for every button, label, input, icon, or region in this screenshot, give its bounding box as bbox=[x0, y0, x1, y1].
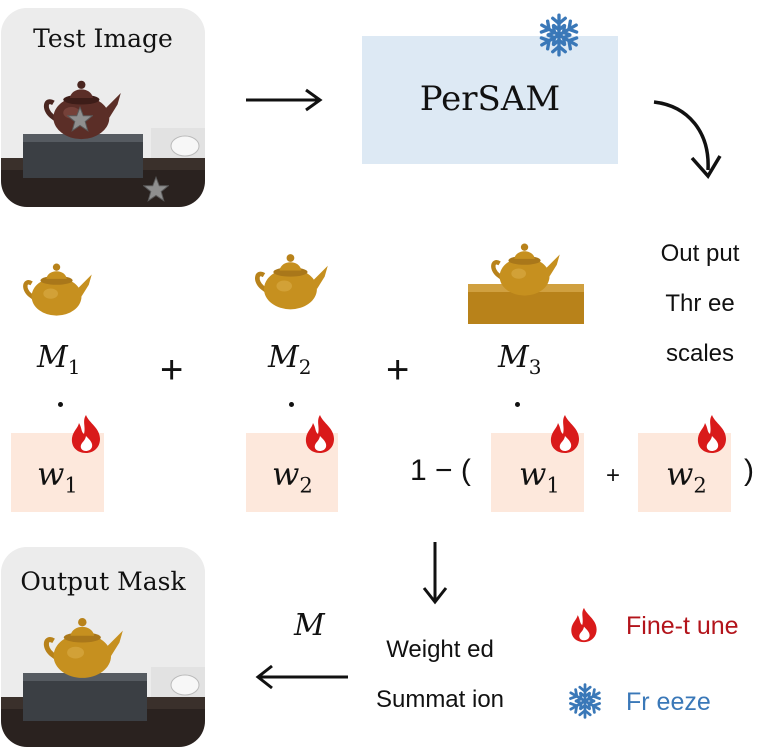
star-icon bbox=[67, 106, 93, 132]
flame-icon bbox=[545, 412, 585, 456]
plus-sign-1: + bbox=[160, 348, 184, 392]
mask-3-label: M3 bbox=[498, 340, 542, 379]
output-scales-line1: Out put bbox=[660, 240, 740, 267]
legend-finetune-label: Fine-t une bbox=[626, 612, 739, 640]
persam-label: PerSAM bbox=[419, 79, 561, 119]
output-mask-title: Output Mask bbox=[20, 567, 186, 596]
inner-plus-sign: + bbox=[606, 462, 621, 489]
one-minus-label: 1 − ( bbox=[410, 454, 471, 487]
plus-sign-2: + bbox=[386, 348, 410, 392]
weighted-summation-line1: Weight ed bbox=[386, 636, 494, 663]
merged-mask-label: M bbox=[294, 608, 325, 643]
multiply-dot-3 bbox=[515, 402, 520, 407]
flame-icon bbox=[300, 412, 340, 456]
mask-2-image bbox=[252, 244, 332, 314]
test-image-title: Test Image bbox=[33, 24, 173, 53]
flame-icon bbox=[692, 412, 732, 456]
star-icon bbox=[143, 176, 169, 202]
weight-w2-label: w2 bbox=[272, 455, 313, 498]
flame-icon bbox=[66, 412, 106, 456]
weight-w1-label: w1 bbox=[37, 455, 78, 498]
weighted-summation-line2: Summat ion bbox=[375, 686, 505, 713]
output-mask-photo bbox=[1, 547, 205, 747]
mask-1-label: M1 bbox=[37, 340, 81, 379]
persam-box: PerSAM bbox=[362, 36, 618, 164]
output-mask-card: Output Mask bbox=[1, 547, 205, 747]
output-scales-line2: Thr ee bbox=[665, 290, 735, 317]
mask-3-image bbox=[468, 234, 584, 324]
output-scales-line3: scales bbox=[665, 340, 735, 367]
arrow-down-icon bbox=[422, 542, 448, 605]
snowflake-icon bbox=[566, 682, 604, 720]
multiply-dot-2 bbox=[289, 402, 294, 407]
multiply-dot-1 bbox=[58, 402, 63, 407]
weight-w2-minus-label: w2 bbox=[666, 455, 707, 498]
weight-w1-minus-label: w1 bbox=[519, 455, 560, 498]
mask-1-image bbox=[18, 254, 98, 320]
test-image-photo bbox=[1, 8, 205, 207]
snowflake-icon bbox=[536, 12, 582, 58]
flame-icon bbox=[566, 604, 602, 646]
test-image-card: Test Image bbox=[1, 8, 205, 207]
arrow-left-icon bbox=[255, 664, 348, 690]
arrow-right-icon bbox=[246, 88, 323, 112]
mask-2-label: M2 bbox=[268, 340, 312, 379]
close-paren: ) bbox=[744, 454, 754, 487]
legend-freeze-label: Fr eeze bbox=[626, 688, 711, 716]
curved-arrow-icon bbox=[653, 100, 722, 179]
